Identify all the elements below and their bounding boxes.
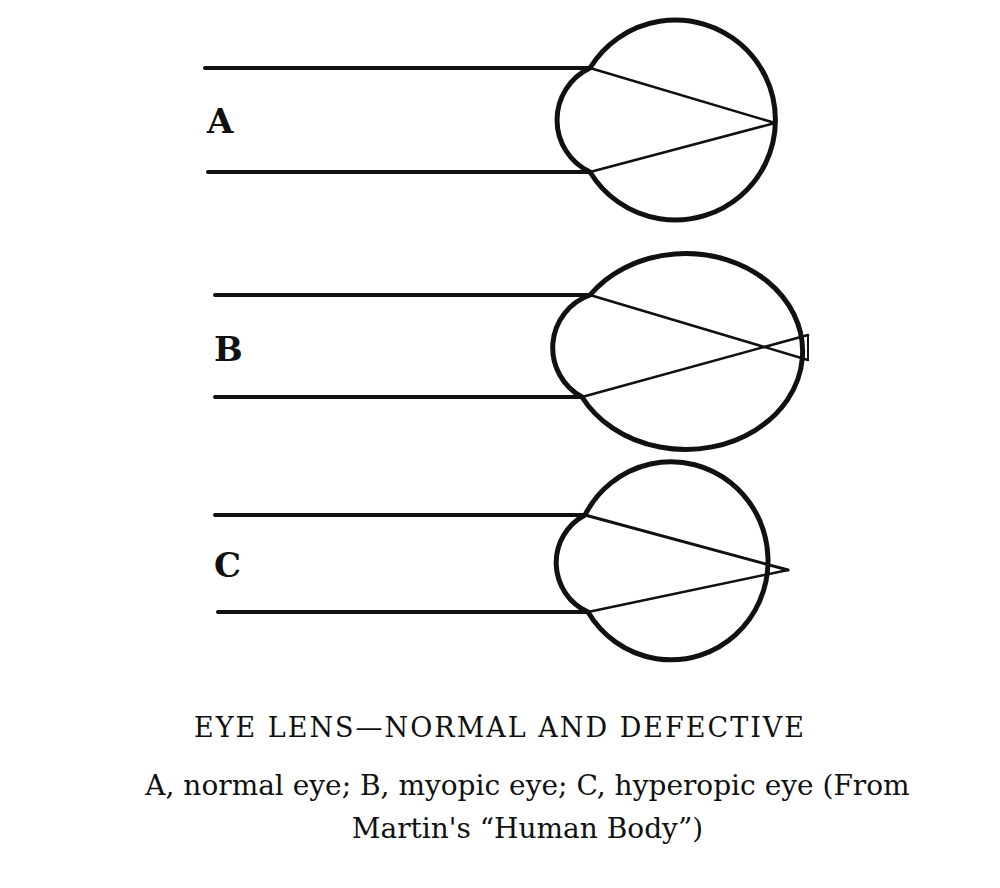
hyperopic-eye — [215, 462, 788, 660]
normal-eye — [205, 20, 775, 220]
figure-letter: C — [214, 548, 241, 582]
figure-letter: A — [207, 104, 233, 138]
figure-caption: A, normal eye; B, myopic eye; C, hyperop… — [145, 764, 910, 851]
figure-letter: B — [214, 332, 243, 366]
figure-title: EYE LENS—NORMAL AND DEFECTIVE — [0, 712, 1000, 744]
myopic-eye — [215, 253, 808, 449]
